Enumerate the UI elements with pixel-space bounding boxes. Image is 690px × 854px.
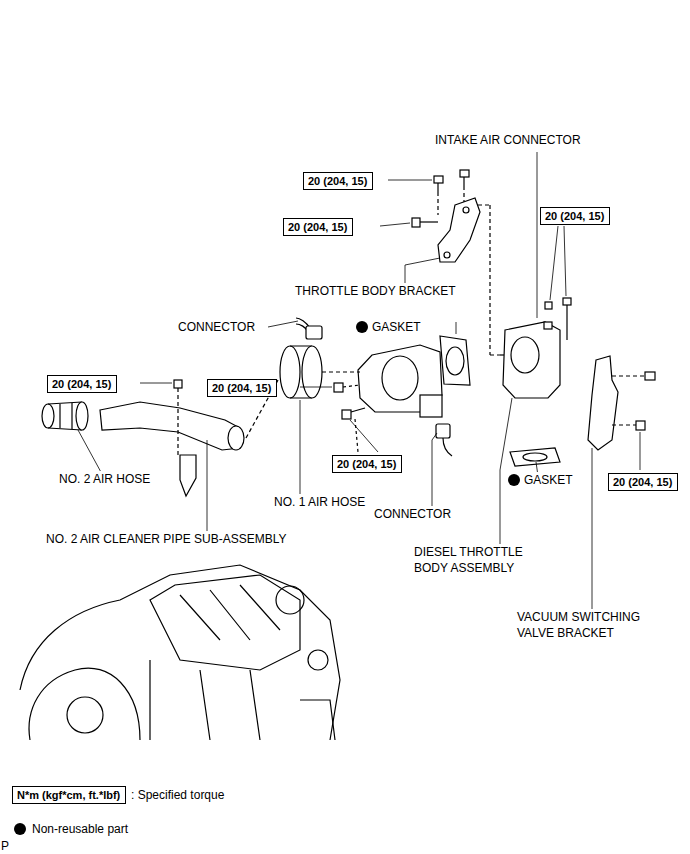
- torque-box: 20 (204, 15): [283, 218, 353, 236]
- torque-value: 20 (204, 15): [52, 377, 112, 391]
- part-name: CONNECTOR: [177, 319, 256, 335]
- part-name: INTAKE AIR CONNECTOR: [434, 132, 582, 148]
- torque-box: 20 (204, 15): [303, 172, 373, 190]
- non-reusable-bullets: [14, 321, 520, 835]
- part-name: THROTTLE BODY BRACKET: [294, 283, 456, 299]
- unit-legend-box: N*m (kgf*cm, ft.*lbf): [12, 786, 126, 804]
- torque-value: 20 (204, 15): [308, 174, 368, 188]
- torque-box: 20 (204, 15): [540, 207, 610, 225]
- part-name: VACUUM SWITCHING VALVE BRACKET: [516, 609, 668, 641]
- torque-value: 20 (204, 15): [613, 475, 673, 489]
- torque-box: 20 (204, 15): [608, 473, 678, 491]
- part-name: NO. 2 AIR CLEANER PIPE SUB-ASSEMBLY: [45, 531, 288, 547]
- parts: [20, 170, 655, 740]
- part-name: DIESEL THROTTLE BODY ASSEMBLY: [413, 544, 545, 576]
- part-name: NO. 2 AIR HOSE: [58, 471, 151, 487]
- torque-box: 20 (204, 15): [207, 379, 277, 397]
- page-code: P: [0, 838, 10, 854]
- torque-value: N*m (kgf*cm, ft.*lbf): [17, 788, 121, 802]
- torque-value: 20 (204, 15): [288, 220, 348, 234]
- part-name: GASKET: [371, 319, 422, 335]
- legend-text: : Specified torque: [130, 787, 225, 803]
- torque-value: 20 (204, 15): [545, 209, 605, 223]
- torque-value: 20 (204, 15): [212, 381, 272, 395]
- legend-text: Non-reusable part: [31, 821, 129, 837]
- torque-value: 20 (204, 15): [337, 457, 397, 471]
- part-name: CONNECTOR: [373, 506, 452, 522]
- torque-box: 20 (204, 15): [332, 455, 402, 473]
- part-name: GASKET: [523, 472, 574, 488]
- torque-box: 20 (204, 15): [47, 375, 117, 393]
- part-name: NO. 1 AIR HOSE: [273, 494, 366, 510]
